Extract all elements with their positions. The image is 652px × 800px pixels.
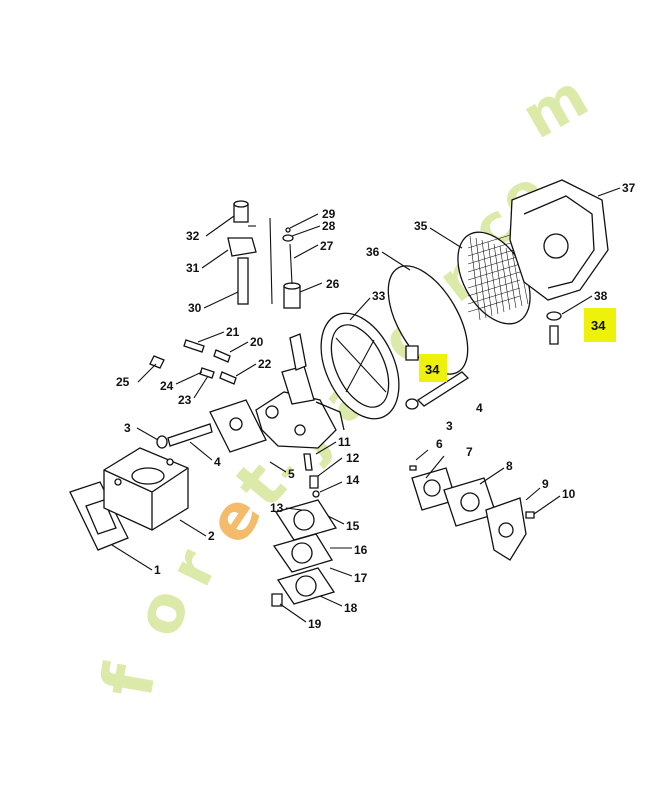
part-label-25: 25 — [116, 375, 130, 389]
part-label-22: 22 — [258, 357, 272, 371]
watermark-letter: o — [121, 580, 205, 645]
part-label-37: 37 — [622, 181, 636, 195]
part-label-38: 38 — [594, 289, 608, 303]
part-label-1: 1 — [154, 563, 161, 577]
part-label-28: 28 — [322, 219, 336, 233]
part-label-7: 7 — [466, 445, 473, 459]
part-label-23: 23 — [178, 393, 192, 407]
part-label-21: 21 — [226, 325, 240, 339]
parts-drawing — [69, 179, 609, 607]
part-label-10: 10 — [562, 487, 576, 501]
part-label-20: 20 — [250, 335, 264, 349]
part-label-6: 6 — [436, 437, 443, 451]
part-label-4-right: 4 — [476, 401, 483, 415]
part-label-9: 9 — [542, 477, 549, 491]
part-label-24: 24 — [160, 379, 174, 393]
highlight-box-34-right — [584, 308, 616, 342]
watermark-letter: r — [156, 539, 232, 597]
part-label-32: 32 — [186, 229, 200, 243]
watermark-letter: m — [511, 61, 600, 153]
part-label-3-right: 3 — [446, 419, 453, 433]
part-label-17: 17 — [354, 571, 368, 585]
part-label-2: 2 — [208, 529, 215, 543]
part-label-16: 16 — [354, 543, 368, 557]
part-label-15: 15 — [346, 519, 360, 533]
part-label-35: 35 — [414, 219, 428, 233]
part-label-14: 14 — [346, 473, 360, 487]
part-label-31: 31 — [186, 261, 200, 275]
watermark-letter: f — [86, 657, 172, 703]
part-label-12: 12 — [346, 451, 360, 465]
part-label-4: 4 — [214, 455, 221, 469]
part-label-30: 30 — [188, 301, 202, 315]
part-label-36: 36 — [366, 245, 380, 259]
part-label-19: 19 — [308, 617, 322, 631]
part-label-13: 13 — [270, 501, 284, 515]
part-label-29: 29 — [322, 207, 336, 221]
highlight-box-34-center — [419, 354, 447, 382]
part-labels: 1 2 3 4 5 6 7 8 9 10 11 12 13 14 15 16 1… — [116, 181, 636, 631]
part-label-27: 27 — [320, 239, 334, 253]
part-label-26: 26 — [326, 277, 340, 291]
part-label-33: 33 — [372, 289, 386, 303]
highlight-label-34-center: 34 — [425, 362, 440, 377]
part-label-18: 18 — [344, 601, 358, 615]
part-label-11: 11 — [338, 435, 351, 449]
highlight-label-34-right: 34 — [591, 318, 606, 333]
part-label-5: 5 — [288, 467, 295, 481]
part-label-8: 8 — [506, 459, 513, 473]
leader-lines — [111, 187, 621, 623]
mesh-screen — [457, 231, 531, 325]
part-label-3: 3 — [124, 421, 131, 435]
